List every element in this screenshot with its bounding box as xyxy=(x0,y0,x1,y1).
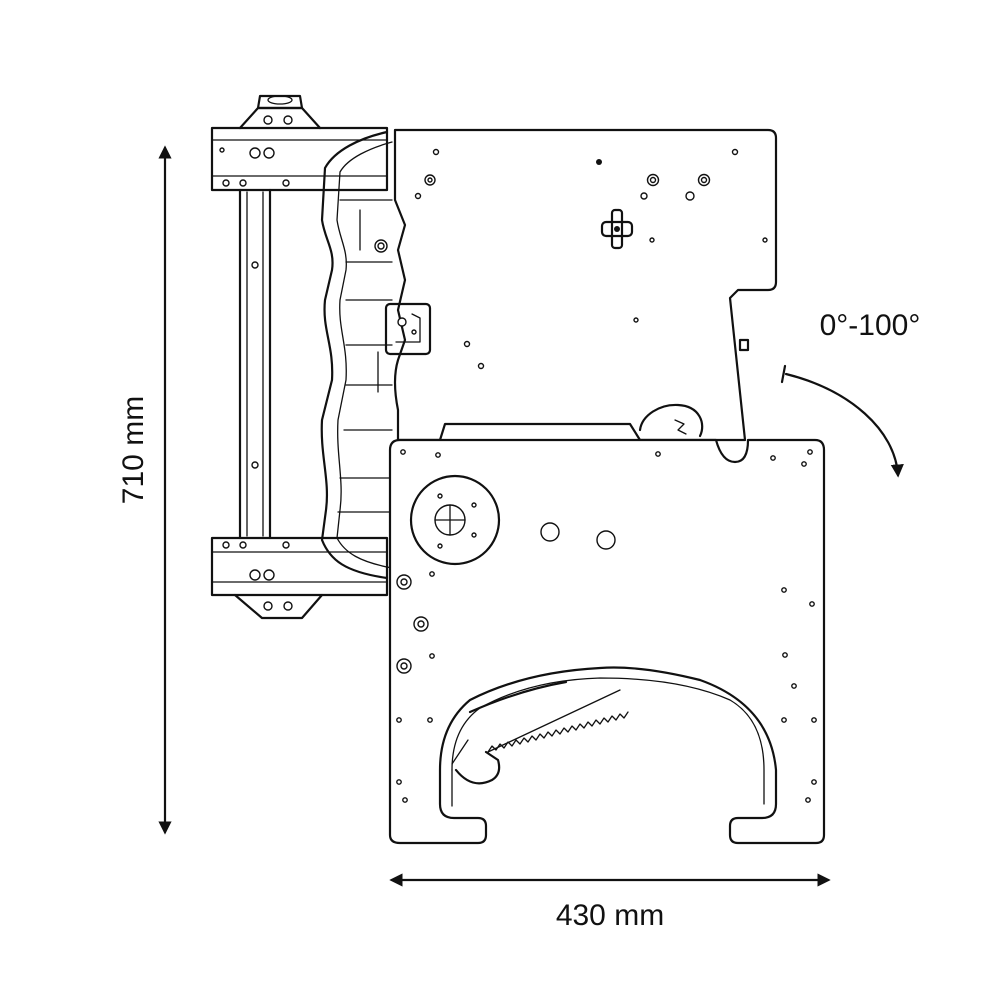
tilt-knob xyxy=(600,208,634,250)
rotation-angle-indicator: 0°-100° xyxy=(780,309,921,478)
toothed-quadrant xyxy=(451,680,629,785)
hinge-frame xyxy=(320,130,393,580)
rotation-disc xyxy=(409,474,501,566)
lower-plate xyxy=(388,438,826,845)
height-dimension: 710 mm xyxy=(117,145,172,835)
width-dimension: 430 mm xyxy=(389,873,831,932)
width-label: 430 mm xyxy=(556,899,664,932)
wall-bracket xyxy=(210,94,389,620)
height-label: 710 mm xyxy=(117,396,150,504)
lock-latch xyxy=(384,302,432,356)
hook xyxy=(638,403,704,438)
upper-plate xyxy=(384,128,778,442)
angle-label: 0°-100° xyxy=(820,309,921,342)
